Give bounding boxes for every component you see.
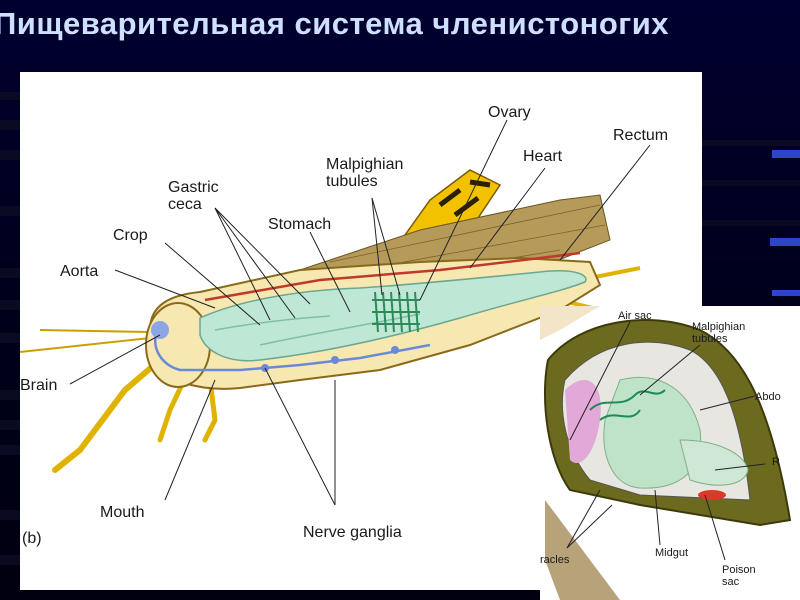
label-ovary: Ovary: [488, 104, 531, 121]
inset-label-midgut: Midgut: [655, 547, 689, 559]
decor-bar: [0, 333, 20, 343]
slide-title: Пищеварительная система членистоногих: [0, 6, 670, 41]
inset-label-malpighian-tubules: Malpighian tubules: [692, 321, 746, 345]
decor-bar: [0, 420, 20, 430]
label-malpighian-tubules: Malpighian tubules: [326, 156, 404, 190]
inset-label-abdomen: Abdo: [755, 391, 781, 403]
decor-bar: [702, 140, 800, 146]
inset-label-spiracles: racles: [540, 554, 570, 566]
inset-label-r: R: [772, 456, 780, 468]
decor-accent: [772, 150, 800, 158]
inset-label-poison-sac: Poison sac: [722, 564, 756, 588]
label-rectum: Rectum: [613, 127, 669, 144]
decor-bar: [0, 555, 20, 565]
decor-bar: [702, 180, 800, 186]
label-mouth: Mouth: [100, 504, 145, 521]
grasshopper-illustration: [20, 119, 651, 506]
inset-label-air-sac: Air sac: [618, 310, 652, 322]
decor-bar: [702, 220, 800, 226]
decor-bar: [0, 390, 20, 400]
decor-accent: [770, 238, 800, 246]
decor-bar: [0, 206, 20, 216]
decor-bar: [0, 510, 20, 520]
decor-accent: [772, 290, 800, 296]
decor-bar: [0, 268, 20, 278]
decor-bar: [0, 445, 20, 455]
label-nerve-ganglia: Nerve ganglia: [303, 524, 402, 541]
label-gastric-ceca: Gastric ceca: [168, 179, 219, 213]
decor-bar: [0, 120, 20, 130]
inset-illustration: [540, 306, 792, 600]
label-aorta: Aorta: [60, 263, 99, 280]
panel-label: (b): [22, 530, 42, 547]
decor-bar: [0, 150, 20, 160]
label-brain: Brain: [20, 377, 58, 394]
decor-bar: [0, 92, 20, 100]
label-crop: Crop: [113, 227, 148, 244]
label-heart: Heart: [523, 148, 563, 165]
decor-bar: [0, 300, 20, 310]
label-stomach: Stomach: [268, 216, 332, 233]
inset-diagram: Air sac Malpighian tubules Abdo R racles…: [540, 306, 800, 600]
